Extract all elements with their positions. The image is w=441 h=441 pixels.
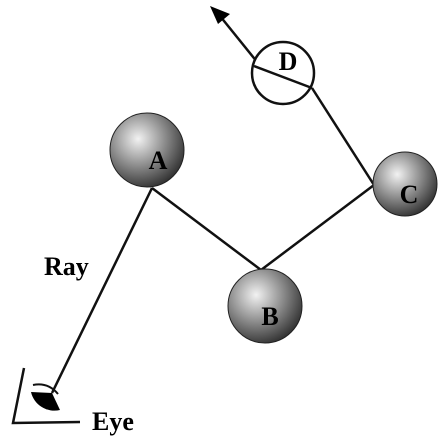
eye-label: Eye	[92, 407, 134, 436]
sphere-a-shape	[109, 112, 185, 188]
eye-icon	[11, 367, 81, 425]
sphere-a: A	[109, 112, 185, 188]
sphere-d-label: D	[279, 47, 298, 76]
sphere-c-shape	[372, 151, 438, 217]
sphere-d: D	[250, 40, 316, 106]
ray-label: Ray	[44, 252, 89, 281]
arrow-head-icon	[210, 6, 230, 24]
ray-segment-c-to-d	[310, 87, 376, 186]
sphere-b-shape	[227, 268, 303, 344]
sphere-b-label: B	[261, 302, 278, 331]
sphere-c: C	[372, 151, 438, 217]
ray-segment-a-to-b	[151, 187, 262, 271]
ray-segment-through-d	[253, 64, 313, 90]
sphere-c-label: C	[400, 180, 419, 209]
ray-segment-b-to-c	[260, 184, 375, 271]
ray-segment-eye-to-a	[50, 187, 154, 394]
sphere-d-shape	[250, 40, 316, 106]
sphere-b: B	[227, 268, 303, 344]
sphere-a-label: A	[149, 146, 168, 175]
